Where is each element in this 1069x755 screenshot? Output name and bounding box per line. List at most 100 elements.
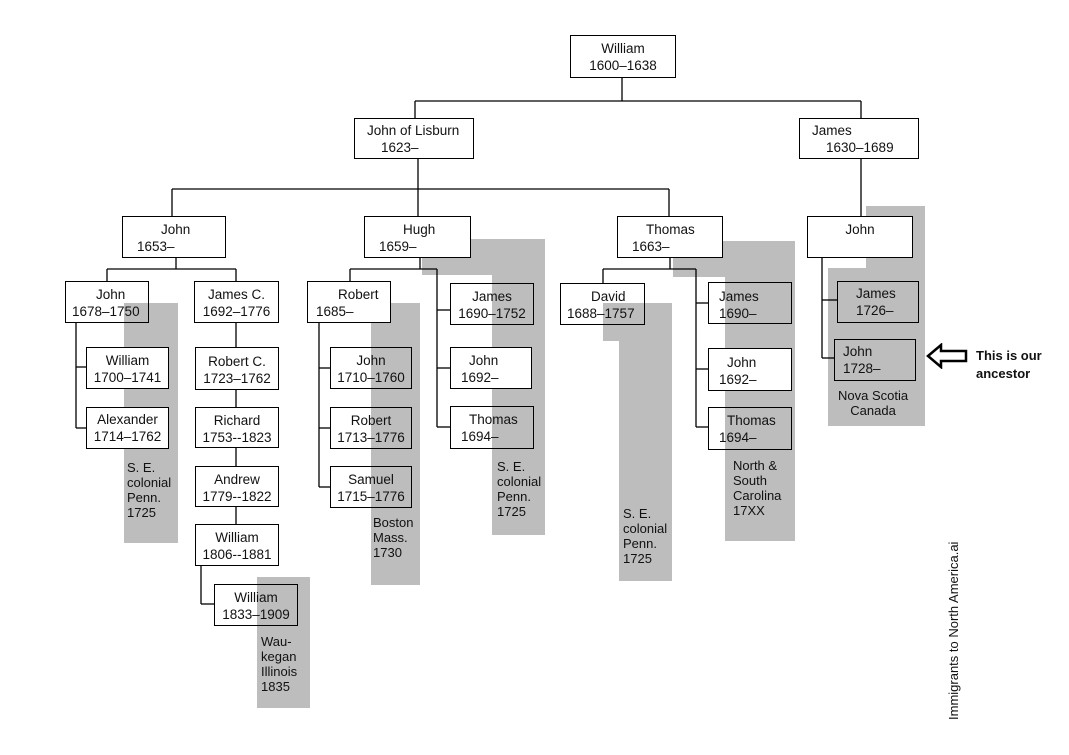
person-name: Thomas [469, 412, 518, 427]
person-name: John [727, 355, 757, 370]
ancestor-note: This is our ancestor [976, 348, 1042, 381]
person-name: Alexander [97, 412, 158, 427]
person-name: Hugh [403, 222, 436, 237]
person-robert-c: Robert C. 1723–1762 [195, 347, 279, 390]
person-name: James [856, 286, 896, 301]
shade-thomas-right [725, 241, 795, 541]
person-andrew-1779: Andrew 1779--1822 [195, 466, 279, 507]
person-john-nova-scotia: John [807, 216, 913, 258]
person-thomas-1663: Thomas 1663– [617, 216, 723, 258]
person-years: 1692– [461, 370, 499, 385]
person-name: Robert [350, 413, 392, 428]
person-years: 1690–1752 [458, 306, 526, 321]
person-years: 1692– [719, 372, 757, 387]
person-name: James [812, 123, 852, 138]
person-name: Richard [213, 413, 261, 428]
person-name: James [472, 289, 512, 304]
person-name: William [234, 590, 278, 605]
person-name: John [469, 353, 499, 368]
person-name: William [105, 353, 150, 368]
person-james-1726: James 1726– [837, 281, 919, 323]
person-william-1700: William 1700–1741 [86, 347, 169, 389]
person-name: Andrew [214, 472, 260, 487]
person-years: 1659– [379, 239, 417, 254]
person-years: 1653– [137, 239, 175, 254]
person-name: David [591, 289, 626, 304]
person-john-1692-thomas: John 1692– [708, 348, 792, 391]
person-john-1710: John 1710–1760 [330, 347, 412, 389]
person-robert-1713: Robert 1713–1776 [330, 407, 412, 449]
region-label-carolina: North & South Carolina 17XX [733, 458, 782, 518]
person-name: William [215, 530, 259, 545]
person-years: 1726– [856, 303, 894, 318]
person-years: 1715–1776 [337, 489, 405, 504]
person-years: 1833–1909 [222, 607, 290, 622]
person-name: Robert C. [208, 354, 266, 369]
person-years: 1630–1689 [826, 140, 894, 155]
person-james-c: James C. 1692–1776 [194, 281, 279, 323]
person-years: 1713–1776 [337, 430, 405, 445]
person-name: John [356, 353, 386, 368]
person-hugh-1659: Hugh 1659– [364, 216, 471, 258]
person-name: James [719, 289, 759, 304]
region-label-waukegan: Wau- kegan Illinois 1835 [261, 634, 298, 694]
person-john-1692-hugh: John 1692– [450, 347, 532, 389]
person-years: 1753--1823 [202, 430, 272, 445]
person-name: Samuel [348, 472, 394, 487]
person-years: 1779--1822 [202, 489, 272, 504]
person-years: 1690– [719, 306, 757, 321]
person-samuel-1715: Samuel 1715–1776 [330, 466, 412, 508]
person-years: 1688–1757 [567, 306, 635, 321]
person-robert-1685: Robert 1685– [307, 281, 391, 323]
person-years: 1685– [316, 304, 354, 319]
person-william-1600: William 1600–1638 [570, 35, 676, 78]
person-john-1653: John 1653– [122, 216, 226, 258]
person-thomas-1694-thomas: Thomas 1694– [708, 407, 792, 450]
person-john-1728: John 1728– [834, 339, 916, 381]
person-william-1833: William 1833–1909 [214, 584, 298, 626]
left-arrow-icon [926, 343, 968, 369]
person-name: John [96, 287, 126, 302]
person-years: 1723–1762 [203, 371, 271, 386]
person-james-1690-1752: James 1690–1752 [450, 283, 534, 325]
person-years: 1600–1638 [589, 58, 657, 73]
person-name: John [161, 222, 191, 237]
region-label-boston: Boston Mass. 1730 [373, 515, 414, 560]
person-john-1678: John 1678–1750 [65, 281, 149, 323]
person-years: 1692–1776 [202, 304, 271, 319]
person-james-1630: James 1630–1689 [799, 118, 919, 159]
person-name: Thomas [727, 413, 776, 428]
region-label-se-penn-hugh: S. E. colonial Penn. 1725 [497, 459, 542, 519]
region-label-se-penn-john: S. E. colonial Penn. 1725 [127, 460, 172, 520]
person-david-1688: David 1688–1757 [560, 283, 645, 325]
person-years: 1700–1741 [93, 370, 162, 385]
region-label-nova-scotia: Nova Scotia Canada [838, 388, 909, 418]
shade-david-down [619, 303, 672, 581]
person-years: 1694– [719, 430, 757, 445]
person-alexander-1714: Alexander 1714–1762 [86, 407, 169, 449]
person-years: 1806--1881 [202, 547, 272, 562]
person-name: John [843, 344, 873, 359]
person-name: Thomas [646, 222, 695, 237]
person-years: 1694– [461, 429, 499, 444]
person-name: John of Lisburn [367, 123, 460, 138]
person-richard-1753: Richard 1753--1823 [195, 407, 279, 448]
person-john-of-lisburn: John of Lisburn 1623– [354, 118, 474, 159]
person-years: 1623– [381, 140, 419, 155]
person-years: 1714–1762 [93, 429, 162, 444]
region-label-se-penn-david: S. E. colonial Penn. 1725 [623, 506, 668, 566]
credit-text: Immigrants to North America.ai [946, 541, 961, 720]
person-years: 1678–1750 [72, 304, 140, 319]
person-name: John [845, 222, 875, 237]
person-years: 1710–1760 [337, 370, 405, 385]
person-years: 1663– [632, 239, 670, 254]
person-name: James C. [207, 287, 265, 302]
person-name: Robert [338, 287, 379, 302]
shade-waukegan [257, 577, 310, 708]
person-thomas-1694-hugh: Thomas 1694– [450, 406, 534, 449]
person-years: 1728– [843, 361, 881, 376]
person-william-1806: William 1806--1881 [195, 524, 279, 566]
shade-nova [828, 268, 925, 426]
